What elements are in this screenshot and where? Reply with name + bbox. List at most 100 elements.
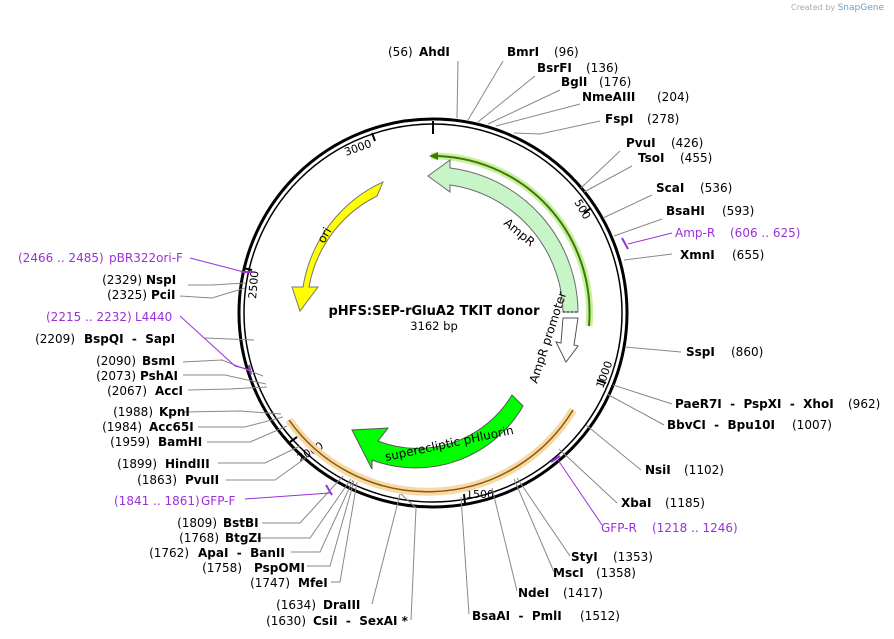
enzyme-tsoi-name: TsoI	[638, 151, 664, 165]
enzyme-xbai-pos: (1185)	[665, 496, 705, 510]
primer-amp-r-name: Amp-R	[675, 226, 715, 240]
enzyme-mfei-name: MfeI	[298, 576, 328, 590]
enzyme-btgzi-pos: (1768)	[179, 531, 219, 545]
enzyme-leader-lines	[456, 60, 682, 615]
backbone-outer-circle	[237, 117, 629, 509]
enzyme-btgzi-name: BtgZI	[225, 531, 262, 545]
credit-prefix: Created by	[791, 3, 836, 12]
enzyme-draiii-pos: (1634)	[276, 598, 316, 612]
tick-2000	[289, 436, 298, 443]
enzyme-xbai-name: XbaI	[621, 496, 651, 510]
ampr-promoter	[555, 317, 579, 363]
enzyme-pcii-pos: (2325)	[107, 288, 147, 302]
primer-gfp-r-name: GFP-R	[601, 521, 637, 535]
ampr-outer-arc-line	[430, 154, 591, 327]
enzyme-acci-pos: (2067)	[107, 384, 147, 398]
enzyme-hindiii-pos: (1899)	[117, 457, 157, 471]
enzyme-bgli-name: BglI	[561, 75, 587, 89]
enzyme-kpni-pos: (1988)	[113, 405, 153, 419]
enzyme-nsii-name: NsiI	[645, 463, 671, 477]
enzyme-bsrfi-name: BsrFI	[537, 61, 572, 75]
enzyme-scai-name: ScaI	[656, 181, 684, 195]
enzyme-bmri-name: BmrI	[507, 45, 539, 59]
enzyme-ndei-name: NdeI	[518, 586, 549, 600]
primer-mark-amp-r	[621, 237, 629, 250]
enzyme-bstbi-pos: (1809)	[177, 516, 217, 530]
enzyme-draiii-name: DraIII	[323, 598, 360, 612]
enzyme-kpni-name: KpnI	[159, 405, 190, 419]
enzyme-bbvci-bpu10i-name: BbvCI - Bpu10I	[667, 418, 775, 432]
enzyme-ahdi-pos: (56)	[388, 45, 413, 59]
enzyme-hindiii-name: HindIII	[165, 457, 210, 471]
enzyme-apai-banii-name: ApaI - BanII	[198, 546, 285, 560]
enzyme-styi-pos: (1353)	[613, 550, 653, 564]
superecliptic-phluorin-gene	[351, 394, 524, 470]
tick-label-1500: 1500	[466, 488, 494, 501]
primer-gfp-f-name: GFP-F	[201, 494, 236, 508]
enzyme-labels-left: (2329) NspI (2325) PciI (2209) BspQI - S…	[35, 273, 409, 628]
primer-gfp-f-range: (1841 .. 1861)	[114, 494, 200, 508]
enzyme-nmeaiii-pos: (204)	[657, 90, 689, 104]
primer-labels: Amp-R (606 .. 625) GFP-R (1218 .. 1246) …	[18, 226, 800, 535]
tick-1500	[463, 493, 466, 504]
enzyme-ndei-pos: (1417)	[563, 586, 603, 600]
enzyme-mfei-pos: (1747)	[250, 576, 290, 590]
primer-amp-r-range: (606 .. 625)	[730, 226, 800, 240]
primer-pbr322ori-f-range: (2466 .. 2485)	[18, 251, 104, 265]
enzyme-bbvci-bpu10i-pos: (1007)	[792, 418, 832, 432]
enzyme-pspomi-pos: (1758)	[202, 561, 242, 575]
enzyme-bsrfi-pos: (136)	[586, 61, 618, 75]
enzyme-leader-lines-left	[179, 282, 417, 621]
enzyme-bsahi-pos: (593)	[722, 204, 754, 218]
plasmid-length: 3162 bp	[410, 319, 458, 333]
enzyme-bsaai-pmli-pos: (1512)	[580, 609, 620, 623]
enzyme-pshai-name: PshAI	[140, 369, 178, 383]
insert-outer-arc-line	[288, 409, 574, 493]
enzyme-bspqi-sapi-pos: (2209)	[35, 332, 75, 346]
enzyme-fspi-pos: (278)	[647, 112, 679, 126]
ampr-gene	[427, 159, 579, 313]
enzyme-bsaai-pmli-name: BsaAI - PmlI	[472, 609, 562, 623]
enzyme-bsahi-name: BsaHI	[666, 204, 705, 218]
enzyme-pvui-pos: (426)	[671, 136, 703, 150]
primer-pbr322ori-f-name: pBR322ori-F	[109, 251, 183, 265]
enzyme-sspi-name: SspI	[686, 345, 715, 359]
enzyme-ahdi-name: AhdI	[419, 45, 450, 59]
enzyme-csii-sexai-name: CsiI - SexAI *	[313, 614, 409, 628]
tick-500	[583, 207, 592, 214]
enzyme-bamhi-pos: (1959)	[110, 435, 150, 449]
enzyme-msci-pos: (1358)	[596, 566, 636, 580]
enzyme-bgli-pos: (176)	[599, 75, 631, 89]
enzyme-paer7i-pspxi-xhoi-pos: (962)	[848, 397, 880, 411]
enzyme-tsoi-pos: (455)	[680, 151, 712, 165]
enzyme-xmni-name: XmnI	[680, 248, 715, 262]
enzyme-pvuii-name: PvuII	[185, 473, 219, 487]
enzyme-acc65i-pos: (1984)	[102, 420, 142, 434]
tick-label-2500: 2500	[246, 270, 261, 299]
enzyme-pspomi-name: PspOMI	[254, 561, 305, 575]
enzyme-pvuii-pos: (1863)	[137, 473, 177, 487]
enzyme-csii-sexai-pos: (1630)	[266, 614, 306, 628]
primer-l4440-name: L4440	[135, 310, 172, 324]
enzyme-pshai-pos: (2073)	[96, 369, 136, 383]
primer-gfp-r-range: (1218 .. 1246)	[652, 521, 738, 535]
enzyme-acc65i-name: Acc65I	[149, 420, 194, 434]
primer-l4440-range: (2215 .. 2232)	[46, 310, 132, 324]
ori-label: ori	[314, 225, 334, 246]
enzyme-acci-name: AccI	[155, 384, 183, 398]
ampr-outer-arrowhead	[429, 152, 438, 160]
enzyme-bamhi-name: BamHI	[158, 435, 202, 449]
enzyme-labels-right: (56) AhdI BmrI (96) BsrFI (136) BglI (17…	[388, 45, 880, 623]
enzyme-bsmi-name: BsmI	[142, 354, 175, 368]
enzyme-fspi-name: FspI	[605, 112, 633, 126]
snapgene-credit: Created by SnapGene	[791, 3, 884, 13]
enzyme-nspi-pos: (2329)	[102, 273, 142, 287]
enzyme-apai-banii-pos: (1762)	[149, 546, 189, 560]
tick-3000	[371, 132, 376, 142]
enzyme-bmri-pos: (96)	[554, 45, 579, 59]
ori-origin	[291, 181, 384, 313]
enzyme-bspqi-sapi-name: BspQI - SapI	[84, 332, 175, 346]
snapgene-brand: SnapGene	[837, 3, 884, 13]
enzyme-xmni-pos: (655)	[732, 248, 764, 262]
enzyme-styi-name: StyI	[571, 550, 598, 564]
